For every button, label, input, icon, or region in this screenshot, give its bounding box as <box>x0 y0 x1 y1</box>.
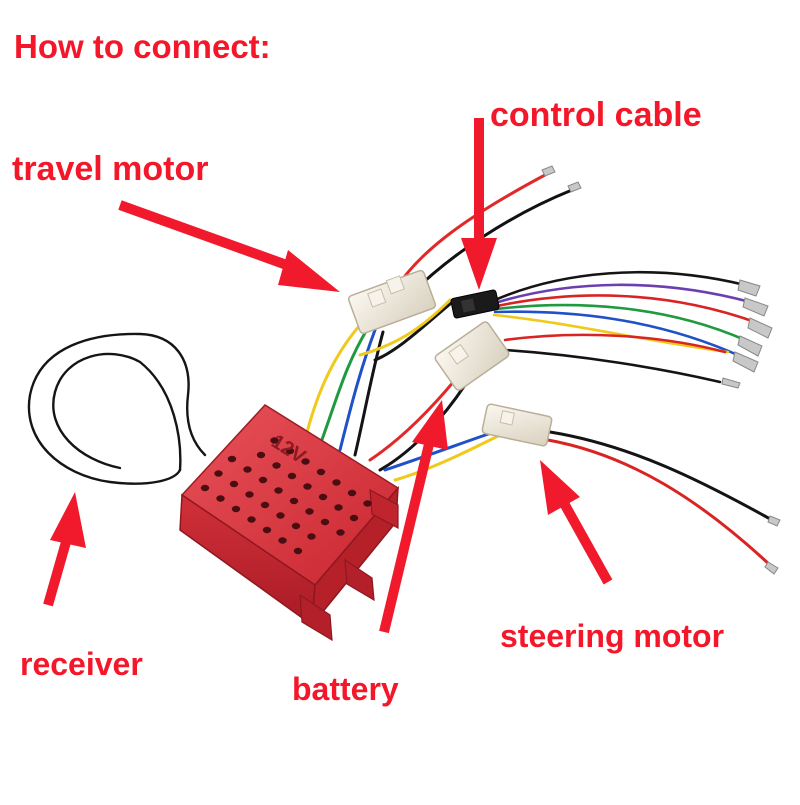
connector-battery <box>434 321 510 391</box>
wire-purple-ctrl <box>493 283 752 305</box>
vent-hole <box>247 516 256 523</box>
connector-control-cable <box>450 289 500 319</box>
vent-hole <box>320 518 330 526</box>
vent-hole <box>291 522 301 530</box>
vent-hole <box>301 458 310 465</box>
receiver-antenna-wire <box>27 332 207 485</box>
vent-hole <box>307 533 316 540</box>
pointer-arrows <box>43 118 613 634</box>
page-title: How to connect: <box>14 28 271 65</box>
vent-hole <box>272 462 281 469</box>
vent-hole <box>332 479 341 486</box>
wire-blue-ctrl <box>493 310 742 358</box>
wire-green-ctrl <box>494 303 747 342</box>
wire-bundle <box>303 173 774 567</box>
vent-hole <box>347 489 357 497</box>
label-receiver: receiver <box>20 646 143 682</box>
vent-hole <box>303 483 312 490</box>
vent-hole <box>270 437 279 444</box>
vent-hole <box>274 487 283 494</box>
label-steering-motor: steering motor <box>500 618 725 654</box>
vent-hole <box>260 501 270 509</box>
vent-hole <box>334 504 343 511</box>
vent-hole <box>293 547 303 555</box>
arrow-travel-motor <box>118 200 340 292</box>
wire-red-mid <box>503 333 727 354</box>
ventilation-holes <box>200 437 372 555</box>
vent-hole <box>227 455 237 463</box>
wire-yellow-ctrl <box>492 313 730 354</box>
vent-hole <box>316 468 326 476</box>
vent-hole <box>245 491 254 498</box>
wire-black-steer <box>548 430 774 522</box>
wire-red-ctrl <box>495 294 757 324</box>
vent-hole <box>200 484 210 492</box>
vent-hole <box>363 500 372 507</box>
connector-steering-motor <box>481 403 553 447</box>
wire-black-mid <box>503 348 722 384</box>
vent-hole <box>216 495 225 502</box>
vent-hole <box>349 514 359 522</box>
label-travel-motor: travel motor <box>12 150 209 188</box>
vent-hole <box>214 470 223 477</box>
wire-red-steer <box>546 438 772 567</box>
vent-hole <box>318 493 328 501</box>
vent-hole <box>258 476 268 484</box>
label-control-cable: control cable <box>490 96 702 134</box>
connector-travel-motor <box>347 269 437 335</box>
vent-hole <box>243 466 252 473</box>
vent-hole <box>256 451 266 459</box>
arrow-control-cable <box>461 118 497 290</box>
vent-hole <box>262 526 272 534</box>
controller-box: 12V <box>179 404 400 642</box>
vent-hole <box>276 512 285 519</box>
vent-hole <box>287 472 297 480</box>
arrow-battery <box>379 400 448 634</box>
vent-hole <box>285 447 295 455</box>
vent-hole <box>231 505 241 513</box>
arrow-steering-motor <box>540 460 613 585</box>
arrow-receiver <box>43 492 86 607</box>
vent-hole <box>278 537 287 544</box>
vent-hole <box>289 497 299 505</box>
vent-hole <box>305 508 314 515</box>
vent-hole <box>229 480 239 488</box>
vent-hole <box>336 529 345 536</box>
wire-black-ctrl <box>493 271 747 302</box>
wire-terminals <box>541 165 781 575</box>
label-battery: battery <box>292 671 399 707</box>
